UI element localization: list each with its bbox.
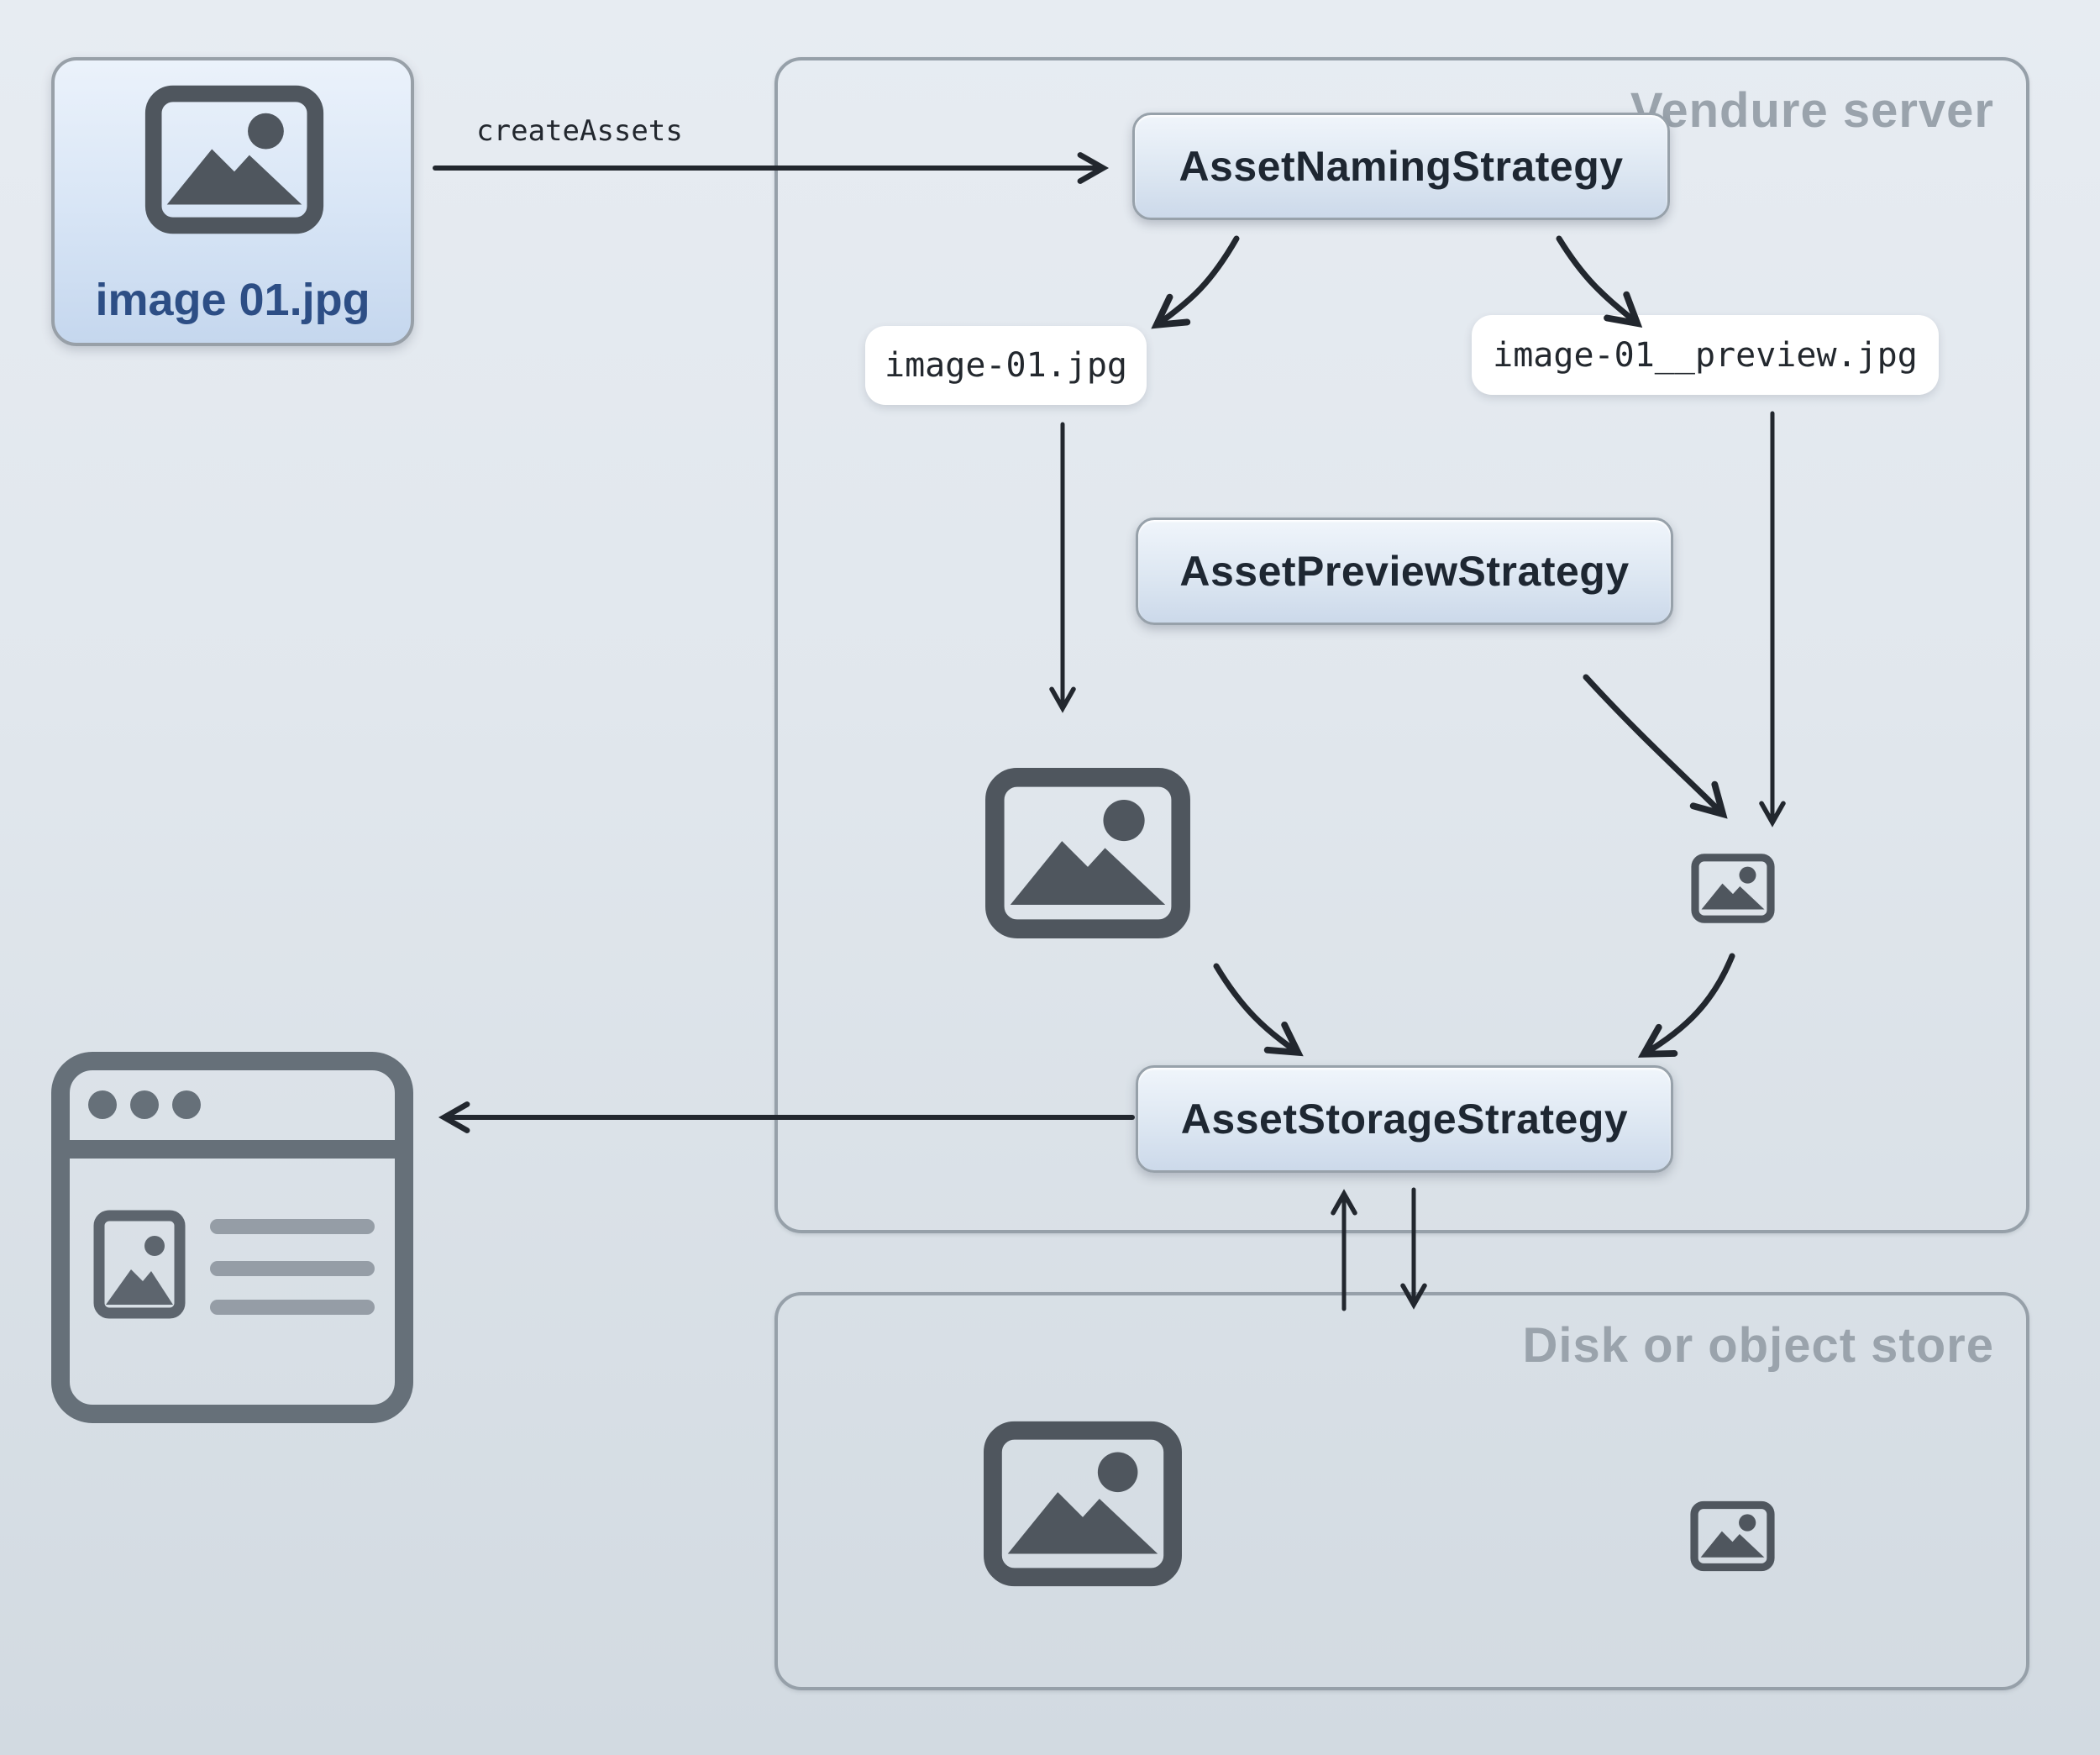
asset-preview-strategy-box: AssetPreviewStrategy bbox=[1136, 518, 1673, 625]
preview-filename-chip: image-01__preview.jpg bbox=[1472, 315, 1939, 395]
original-filename-chip: image-01.jpg bbox=[865, 326, 1147, 405]
vendure-server-label: Vendure server bbox=[1630, 83, 1994, 138]
image-icon bbox=[144, 82, 324, 237]
vendure-server-container: Vendure server bbox=[774, 57, 2029, 1233]
thumbnail-image-icon bbox=[93, 1210, 186, 1319]
large-image-icon bbox=[984, 766, 1191, 940]
asset-naming-strategy-box: AssetNamingStrategy bbox=[1132, 113, 1670, 220]
browser-window-icon bbox=[51, 1052, 413, 1423]
create-assets-caption: createAssets bbox=[476, 114, 683, 148]
stored-large-image-icon bbox=[983, 1418, 1183, 1589]
asset-storage-strategy-box: AssetStorageStrategy bbox=[1136, 1065, 1673, 1173]
text-lines bbox=[210, 1219, 375, 1315]
uploaded-file-card: image 01.jpg bbox=[51, 57, 414, 346]
small-preview-image-icon bbox=[1691, 853, 1775, 924]
disk-store-label: Disk or object store bbox=[1522, 1318, 1994, 1373]
stored-small-image-icon bbox=[1690, 1500, 1775, 1573]
disk-store-container: Disk or object store bbox=[774, 1292, 2029, 1690]
uploaded-file-name: image 01.jpg bbox=[95, 275, 370, 325]
